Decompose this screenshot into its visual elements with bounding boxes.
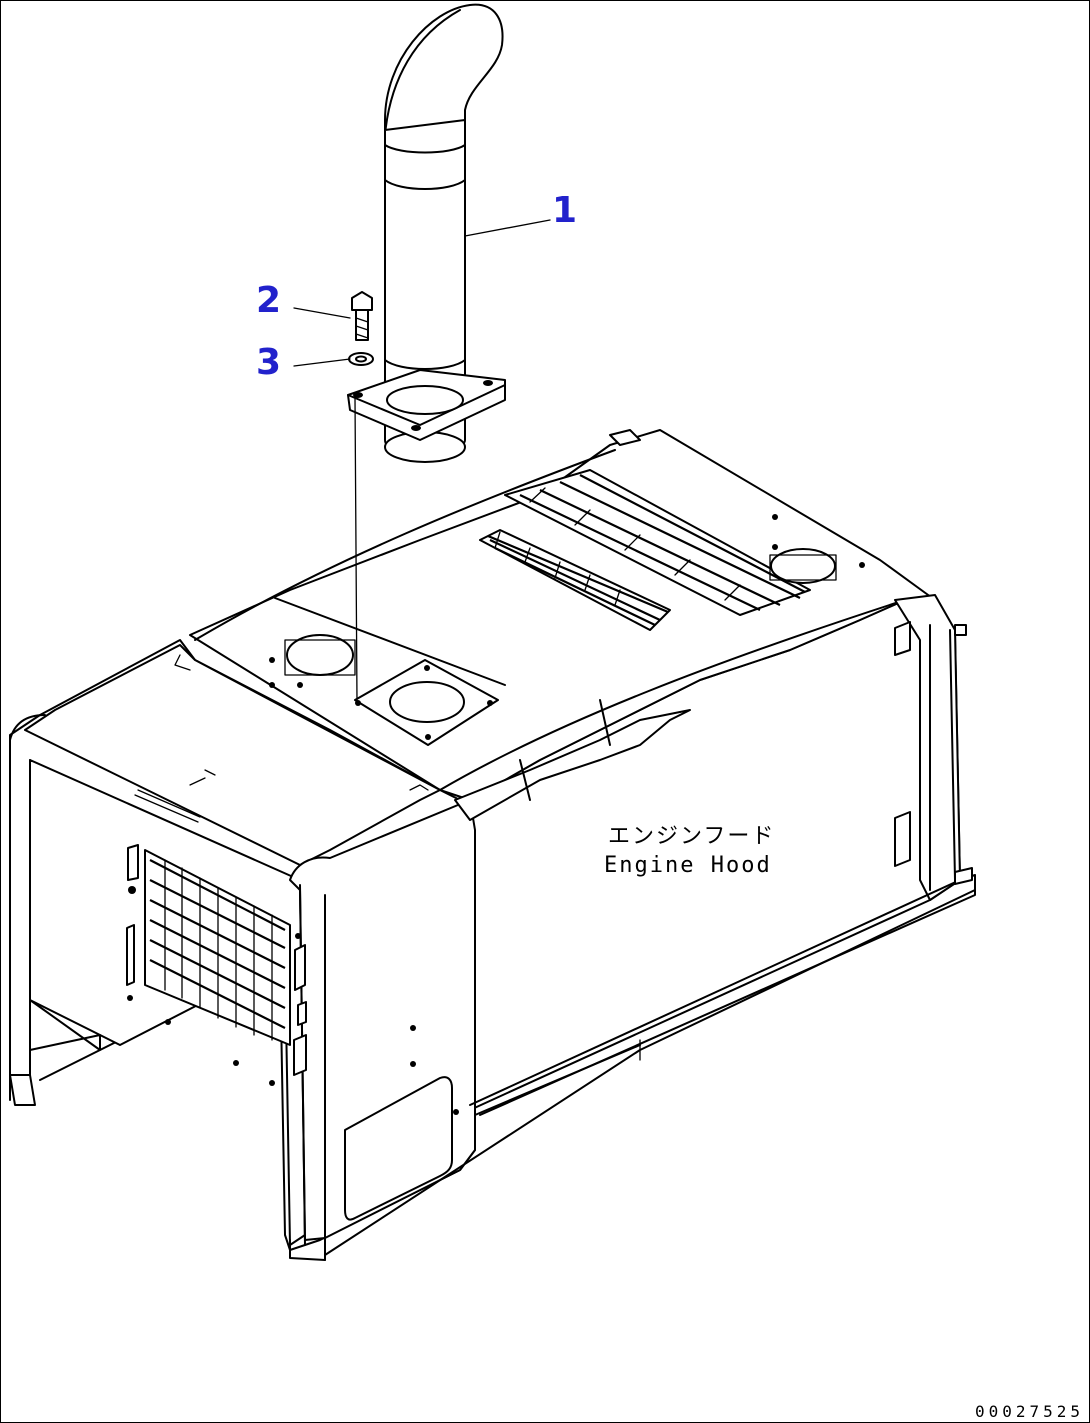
callout-1: 1	[552, 190, 577, 231]
assembly-guide-line	[354, 397, 358, 703]
side-access-door	[344, 1076, 453, 1221]
hood-emboss	[134, 789, 201, 823]
engine-hood-label-jp: エンジンフード	[608, 824, 775, 849]
exhaust-mount-plate	[354, 659, 499, 746]
drawing-number: 00027525	[974, 1402, 1084, 1421]
washer	[348, 352, 374, 366]
roof-opening-rear	[770, 548, 836, 584]
roof-grille-right	[504, 469, 811, 616]
leader-line-1	[464, 219, 551, 237]
callout-3: 3	[256, 342, 281, 383]
exhaust-pipe	[347, 3, 506, 463]
roof-opening-front	[286, 634, 354, 676]
callout-2: 2	[256, 280, 281, 321]
leader-line-2	[293, 307, 351, 319]
side-hinges	[609, 429, 973, 885]
radiator-grille	[126, 844, 307, 1076]
engine-hood-label-en: Engine Hood	[604, 853, 772, 878]
roof-grille-left	[479, 529, 671, 631]
leader-line-3	[293, 358, 351, 367]
bolt	[351, 291, 373, 341]
